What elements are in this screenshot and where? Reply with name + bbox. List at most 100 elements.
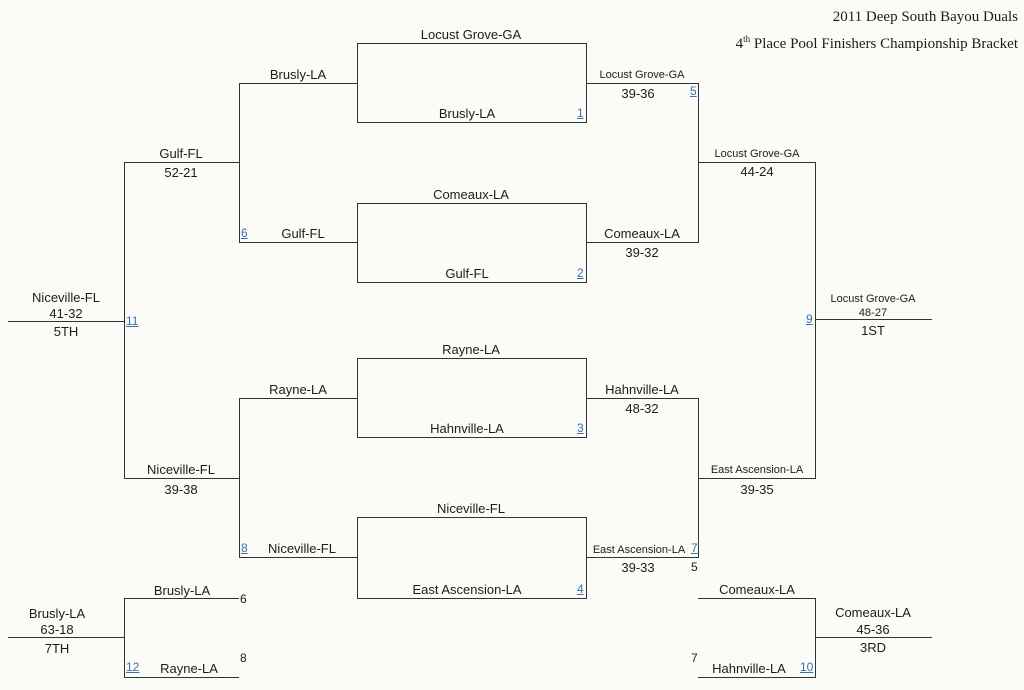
team-name: Comeaux-LA	[604, 226, 680, 241]
place-label: 7TH	[44, 641, 70, 656]
match-score: 39-38	[164, 482, 198, 497]
team-name: Comeaux-LA	[835, 605, 911, 620]
team-name: Hahnville-LA	[605, 382, 679, 397]
bout-number: 4	[577, 582, 584, 596]
bracket-line	[357, 358, 358, 438]
bout-number: 9	[806, 312, 813, 326]
bracket-line	[357, 282, 586, 283]
team-name: Rayne-LA	[442, 342, 500, 357]
team-name: Niceville-FL	[437, 501, 505, 516]
team-name: East Ascension-LA	[710, 464, 804, 476]
bracket-line	[357, 358, 586, 359]
bracket-line	[124, 478, 239, 479]
match-score: 63-18	[40, 622, 74, 637]
page-title: 2011 Deep South Bayou Duals 4th Place Po…	[736, 6, 1018, 55]
team-name: Gulf-FL	[281, 226, 325, 241]
seed-number: 6	[240, 592, 247, 606]
bout-number: 5	[690, 84, 697, 98]
bracket-line	[8, 321, 124, 322]
bracket-line	[698, 83, 699, 243]
bracket-line	[124, 162, 239, 163]
team-name: Rayne-LA	[269, 382, 327, 397]
team-name: Brusly-LA	[438, 106, 496, 121]
team-name: East Ascension-LA	[412, 582, 522, 597]
team-name: Comeaux-LA	[433, 187, 509, 202]
bracket-line	[357, 598, 586, 599]
place-label: 1ST	[861, 323, 885, 338]
bracket-line	[586, 398, 698, 399]
bracket-line	[586, 83, 698, 84]
match-score: 39-36	[621, 86, 655, 101]
match-score: 52-21	[164, 165, 198, 180]
team-name: Locust Grove-GA	[599, 69, 685, 81]
bracket-line	[698, 677, 815, 678]
team-name: Gulf-FL	[159, 146, 203, 161]
bracket-line	[124, 598, 125, 678]
seed-number: 7	[691, 651, 698, 665]
seed-number: 5	[691, 560, 698, 574]
match-score: 39-32	[625, 245, 659, 260]
bracket-line	[698, 478, 815, 479]
bracket-line	[124, 677, 239, 678]
match-score: 48-27	[858, 307, 888, 319]
match-score: 48-32	[625, 401, 659, 416]
team-name: Niceville-FL	[32, 290, 100, 305]
team-name: Gulf-FL	[445, 266, 489, 281]
team-name: Brusly-LA	[269, 67, 327, 82]
bout-number: 10	[800, 660, 814, 674]
bracket-line	[357, 203, 358, 283]
match-score: 39-35	[740, 482, 774, 497]
bracket-line	[357, 43, 358, 123]
seed-number: 8	[240, 651, 247, 665]
place-label: 5TH	[53, 324, 79, 339]
team-name: Locust Grove-GA	[714, 148, 800, 160]
bout-number: 3	[577, 421, 584, 435]
bracket-line	[239, 83, 240, 243]
bracket-line	[357, 517, 358, 599]
bracket-line	[815, 162, 816, 479]
bracket-line	[357, 122, 586, 123]
team-name: Rayne-LA	[160, 661, 218, 676]
bout-number: 8	[241, 541, 248, 555]
bracket-line	[815, 598, 816, 678]
bout-number: 6	[241, 226, 248, 240]
bracket-line	[239, 242, 357, 243]
match-score: 39-33	[621, 560, 655, 575]
bracket-title: 4th Place Pool Finishers Championship Br…	[735, 34, 1018, 52]
team-name: Brusly-LA	[153, 583, 211, 598]
bracket-line	[586, 557, 698, 558]
bracket-line	[586, 517, 587, 599]
bracket-line	[815, 319, 932, 320]
bracket-line	[239, 398, 357, 399]
team-name: Hahnville-LA	[430, 421, 504, 436]
bracket-line	[124, 162, 125, 479]
match-score: 45-36	[856, 622, 890, 637]
team-name: Hahnville-LA	[712, 661, 786, 676]
bracket-line	[357, 437, 586, 438]
team-name: East Ascension-LA	[592, 544, 686, 556]
bracket-line	[239, 557, 357, 558]
bout-number: 2	[577, 266, 584, 280]
event-title: 2011 Deep South Bayou Duals	[832, 9, 1018, 25]
bracket-line	[698, 162, 815, 163]
match-score: 41-32	[49, 306, 83, 321]
bracket-line	[124, 598, 239, 599]
bout-number: 1	[577, 106, 584, 120]
bracket-line	[8, 637, 124, 638]
bracket-line	[357, 517, 586, 518]
bracket-line	[239, 398, 240, 558]
place-label: 3RD	[859, 640, 887, 655]
bout-number: 11	[126, 314, 139, 328]
bracket-line	[586, 242, 698, 243]
bracket-line	[357, 203, 586, 204]
match-score: 44-24	[740, 164, 774, 179]
team-name: Brusly-LA	[28, 606, 86, 621]
bracket-line	[815, 637, 932, 638]
team-name: Niceville-FL	[147, 462, 215, 477]
team-name: Niceville-FL	[268, 541, 336, 556]
team-name: Comeaux-LA	[719, 582, 795, 597]
bracket-line	[698, 598, 815, 599]
bracket-line	[357, 43, 586, 44]
team-name: Locust Grove-GA	[420, 27, 522, 42]
bout-number: 12	[126, 660, 140, 674]
